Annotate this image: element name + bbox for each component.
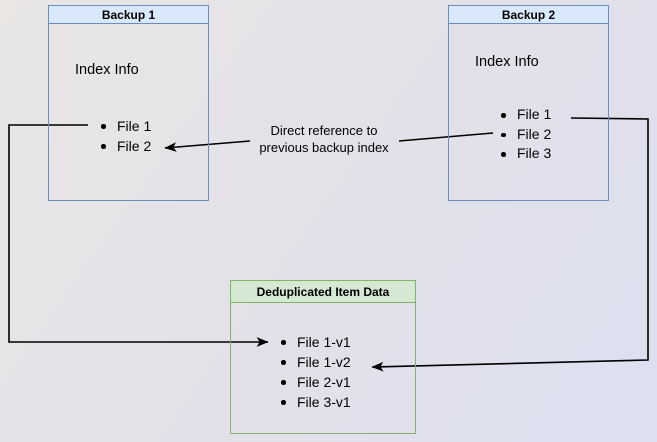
annotation-line1: Direct reference to — [270, 123, 378, 138]
list-item: File 1-v2 — [273, 352, 351, 372]
list-item: File 2 — [493, 125, 551, 145]
list-item: File 3 — [493, 144, 551, 164]
dedup-title: Deduplicated Item Data — [231, 281, 415, 303]
list-item: File 2-v1 — [273, 372, 351, 392]
backup1-title: Backup 1 — [49, 6, 208, 24]
backup2-index-info-label: Index Info — [475, 54, 539, 70]
backup2-title: Backup 2 — [449, 6, 608, 24]
backup1-index-info-label: Index Info — [75, 62, 139, 78]
list-item: File 1-v1 — [273, 332, 351, 352]
list-item: File 2 — [93, 136, 151, 156]
list-item: File 3-v1 — [273, 392, 351, 412]
annotation-line2: previous backup index — [259, 140, 389, 155]
list-item: File 1 — [493, 105, 551, 125]
reference-annotation: Direct reference to previous backup inde… — [237, 122, 411, 156]
list-item: File 1 — [93, 116, 151, 136]
